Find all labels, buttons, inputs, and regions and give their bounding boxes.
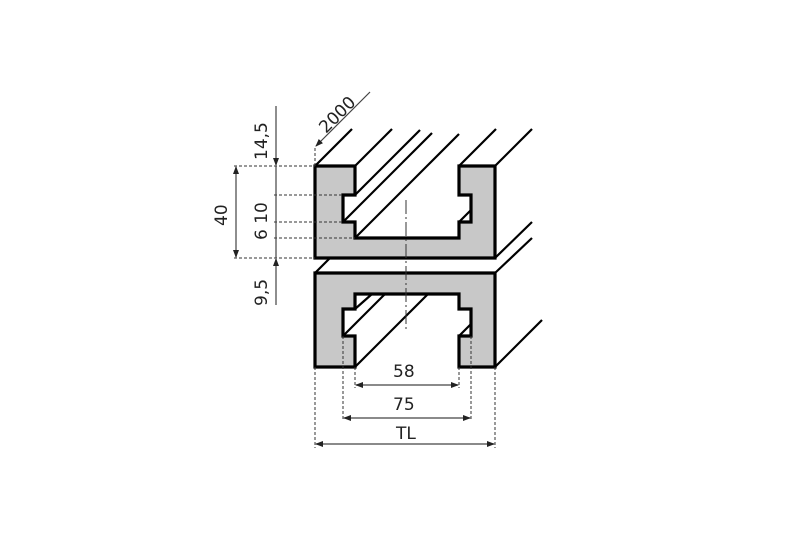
dim-slot-pair-label: 6 10 (252, 202, 272, 240)
dimension-lines (233, 91, 495, 447)
bottom-profile-section (313, 271, 497, 369)
dim-slot-width-label: 75 (393, 395, 415, 415)
top-profile-section (313, 164, 497, 260)
dim-height-label: 40 (212, 204, 232, 226)
extrusion-lines (314, 128, 543, 368)
dim-top-offset-label: 14,5 (252, 122, 272, 160)
dim-total-width-label: TL (395, 424, 416, 444)
dim-gap-label: 9,5 (252, 279, 272, 306)
dim-length-label: 2000 (315, 93, 360, 138)
dim-inner-width-label: 58 (393, 362, 415, 382)
